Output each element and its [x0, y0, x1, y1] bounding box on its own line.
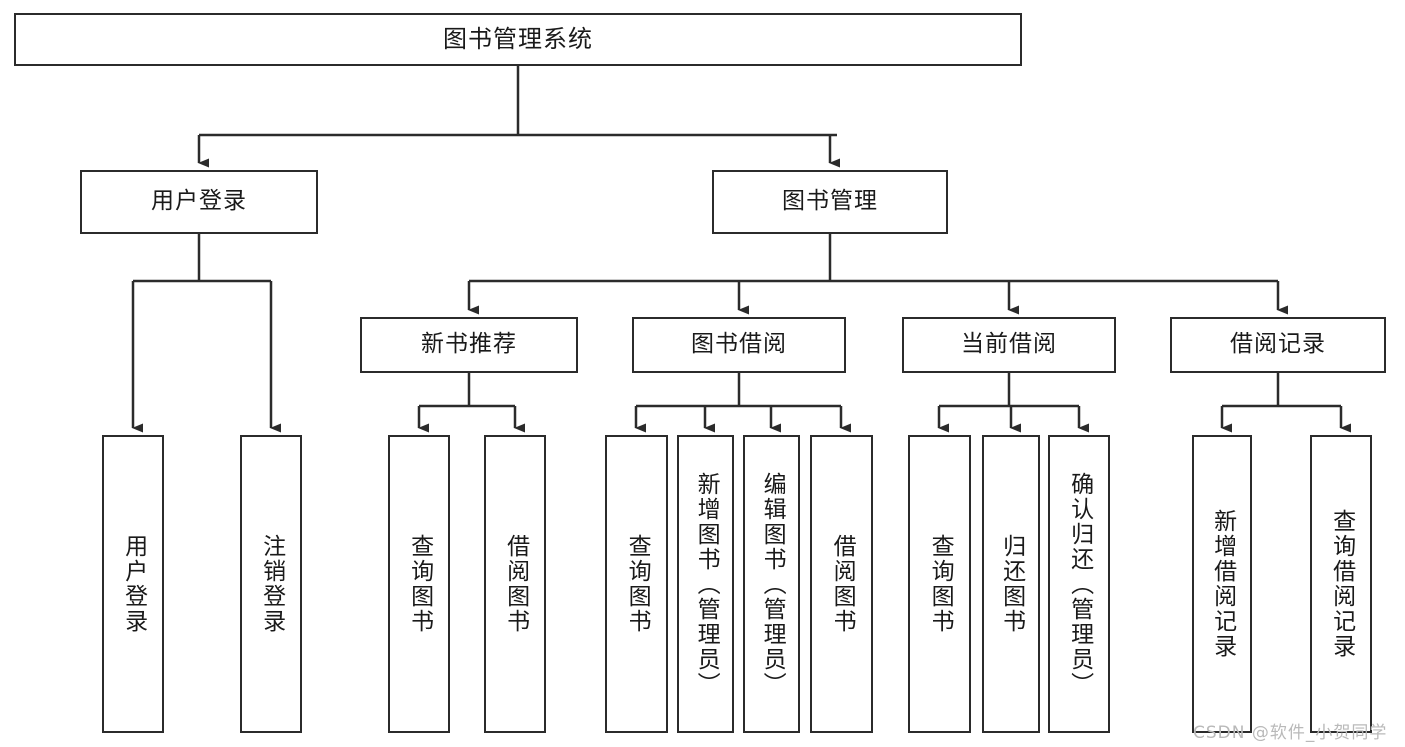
node-new-book-recommend-label: 新书推荐: [421, 331, 517, 358]
node-user-login[interactable]: 用户登录: [80, 170, 318, 234]
node-book-management[interactable]: 图书管理: [712, 170, 948, 234]
leaf-label: 新增借阅记录: [1209, 509, 1236, 659]
leaf-query-book-borrow[interactable]: 查询图书: [605, 435, 668, 733]
leaf-label: 编辑图书（管理员）: [759, 471, 786, 697]
leaf-query-book-recommend[interactable]: 查询图书: [388, 435, 450, 733]
leaf-borrow-book[interactable]: 借阅图书: [810, 435, 873, 733]
leaf-label: 新增图书（管理员）: [693, 471, 720, 697]
leaf-logout[interactable]: 注销登录: [240, 435, 302, 733]
leaf-label: 查询图书: [927, 534, 954, 634]
node-root-label: 图书管理系统: [443, 25, 593, 54]
node-book-borrow-label: 图书借阅: [691, 331, 787, 358]
node-current-borrow-label: 当前借阅: [961, 331, 1057, 358]
node-borrow-records-label: 借阅记录: [1230, 331, 1326, 358]
leaf-label: 查询图书: [624, 534, 651, 634]
leaf-confirm-return-admin[interactable]: 确认归还（管理员）: [1048, 435, 1110, 733]
leaf-edit-book-admin[interactable]: 编辑图书（管理员）: [743, 435, 800, 733]
leaf-query-book-current[interactable]: 查询图书: [908, 435, 971, 733]
leaf-user-login[interactable]: 用户登录: [102, 435, 164, 733]
leaf-borrow-book-recommend[interactable]: 借阅图书: [484, 435, 546, 733]
leaf-label: 查询图书: [406, 534, 433, 634]
node-book-borrow[interactable]: 图书借阅: [632, 317, 846, 373]
leaf-add-borrow-record[interactable]: 新增借阅记录: [1192, 435, 1252, 733]
watermark: CSDN @软件_小贺同学: [1193, 723, 1388, 743]
leaf-label: 借阅图书: [829, 534, 856, 634]
leaf-return-book[interactable]: 归还图书: [982, 435, 1040, 733]
leaf-label: 用户登录: [120, 534, 147, 634]
leaf-label: 注销登录: [258, 534, 285, 634]
node-user-login-label: 用户登录: [151, 188, 247, 215]
leaf-query-borrow-record[interactable]: 查询借阅记录: [1310, 435, 1372, 733]
node-book-management-label: 图书管理: [782, 188, 878, 215]
leaf-label: 查询借阅记录: [1328, 509, 1355, 659]
node-root[interactable]: 图书管理系统: [14, 13, 1022, 66]
leaf-label: 借阅图书: [502, 534, 529, 634]
leaf-label: 归还图书: [998, 534, 1025, 634]
node-new-book-recommend[interactable]: 新书推荐: [360, 317, 578, 373]
leaf-add-book-admin[interactable]: 新增图书（管理员）: [677, 435, 734, 733]
node-current-borrow[interactable]: 当前借阅: [902, 317, 1116, 373]
leaf-label: 确认归还（管理员）: [1066, 471, 1093, 697]
node-borrow-records[interactable]: 借阅记录: [1170, 317, 1386, 373]
